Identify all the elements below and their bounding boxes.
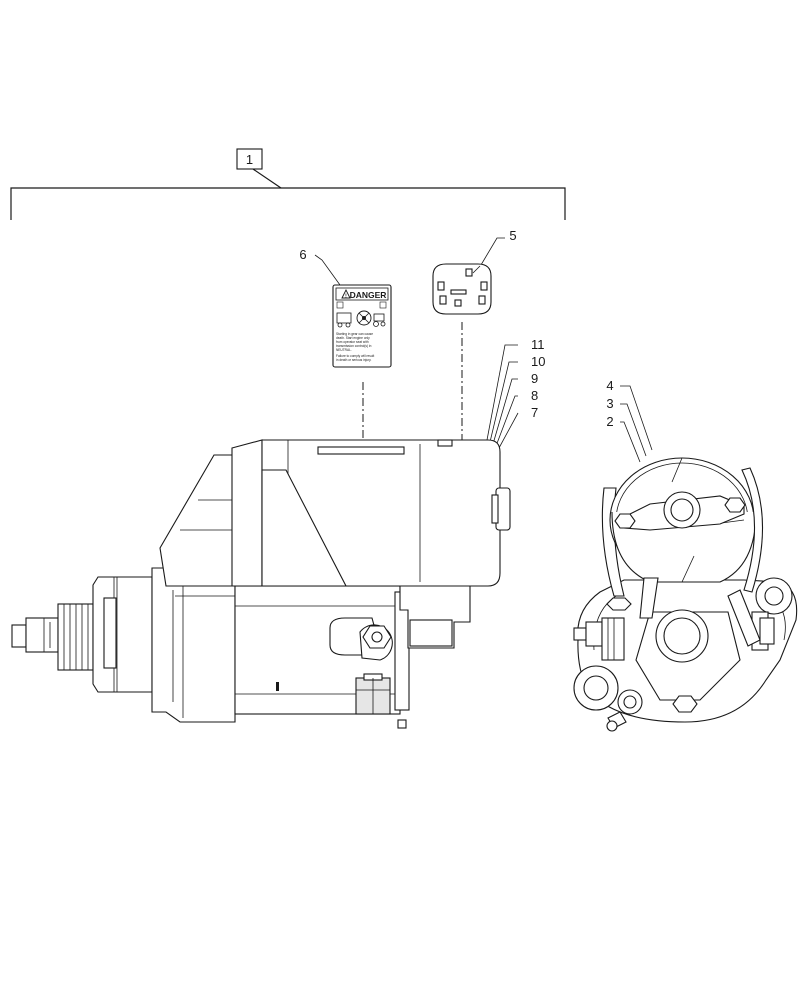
callout-3[interactable]: 3 xyxy=(606,396,613,411)
callout-5-leader xyxy=(477,237,505,271)
svg-text:in death or serious injury.: in death or serious injury. xyxy=(336,358,371,362)
svg-text:Starting in gear can cause: Starting in gear can cause xyxy=(336,332,373,336)
svg-text:death. Start engine only: death. Start engine only xyxy=(336,336,370,340)
decal-text: Starting in gear can cause death. Start … xyxy=(336,332,374,362)
decal-pictogram xyxy=(336,301,387,328)
warning-triangle-icon: ! xyxy=(341,288,351,300)
relay-connector[interactable] xyxy=(432,263,492,315)
svg-text:from operator seat with: from operator seat with xyxy=(336,340,369,344)
starter-motor-end-view[interactable] xyxy=(573,457,798,732)
callout-10[interactable]: 10 xyxy=(531,354,545,369)
callout-5[interactable]: 5 xyxy=(509,228,516,243)
svg-text:NEUTRAL.: NEUTRAL. xyxy=(336,348,352,352)
callout-1[interactable]: 1 xyxy=(246,152,253,167)
starter-motor-side-view[interactable] xyxy=(11,439,511,729)
callout-6[interactable]: 6 xyxy=(299,247,306,262)
callout-9[interactable]: 9 xyxy=(531,371,538,386)
assembly-bracket xyxy=(10,148,566,220)
callout-8[interactable]: 8 xyxy=(531,388,538,403)
callout-6-leader xyxy=(314,254,341,286)
svg-text:!: ! xyxy=(345,294,347,300)
callout-2[interactable]: 2 xyxy=(606,414,613,429)
danger-decal[interactable]: ! DANGER Starting in gear can cause deat… xyxy=(332,284,392,368)
decal-heading: DANGER xyxy=(350,290,387,300)
callout-2-4-leaders xyxy=(620,385,653,463)
svg-text:transmission control(s) in: transmission control(s) in xyxy=(336,344,372,348)
svg-text:Failure to comply will result: Failure to comply will result xyxy=(336,354,374,358)
callout-4[interactable]: 4 xyxy=(606,378,613,393)
wire-callout-leaders xyxy=(486,344,519,449)
callout-11[interactable]: 11 xyxy=(531,337,545,352)
callout-7[interactable]: 7 xyxy=(531,405,538,420)
